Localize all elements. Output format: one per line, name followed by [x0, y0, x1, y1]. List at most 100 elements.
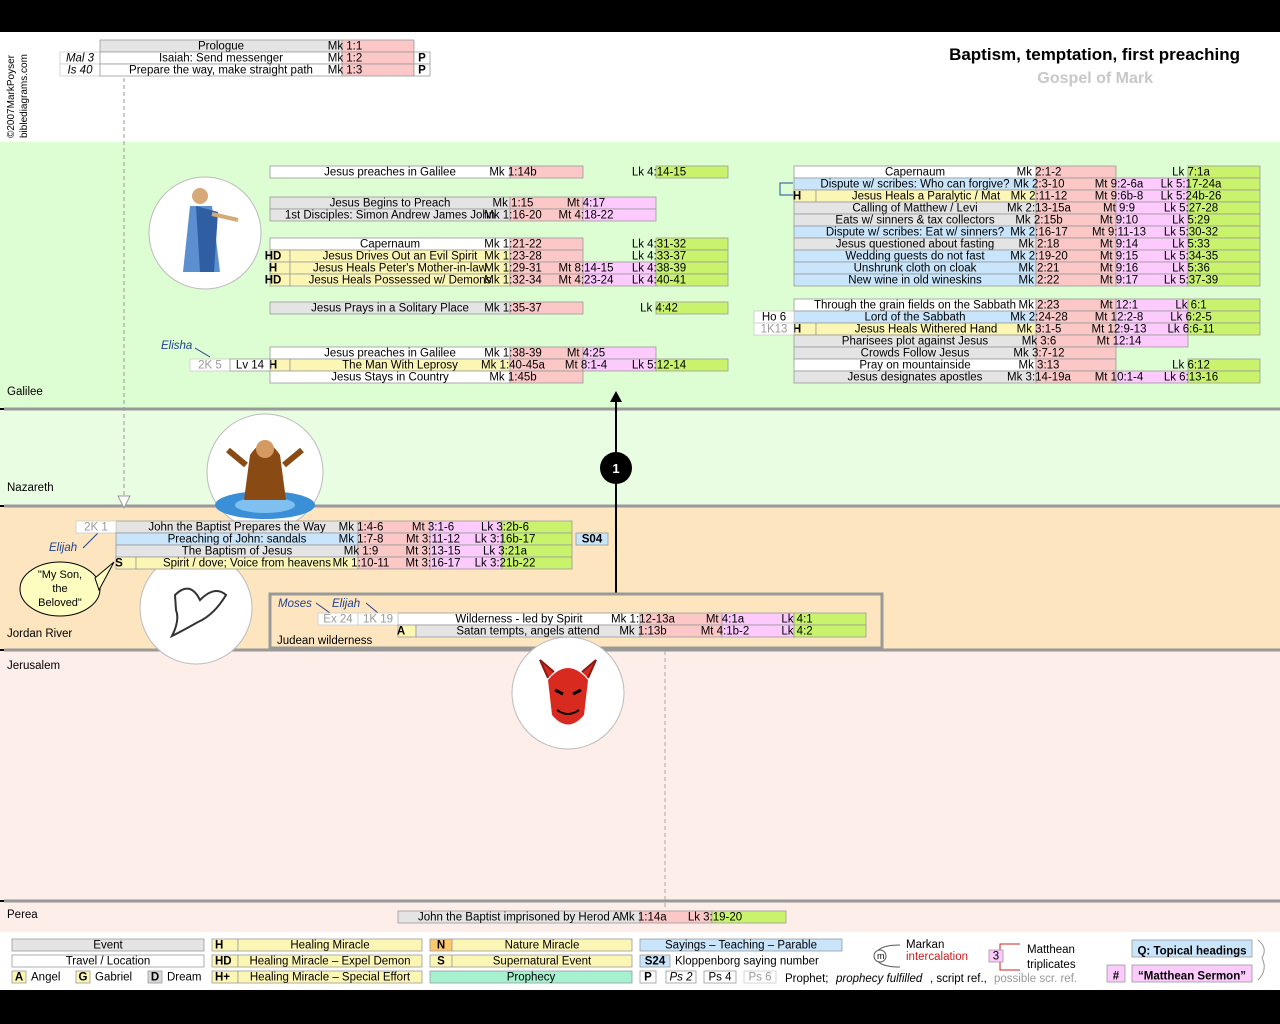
svg-text:Mt 4:18-22: Mt 4:18-22	[559, 210, 614, 222]
event-row: Lord of the Sabbath	[793, 310, 1037, 324]
svg-text:Mk 2:3-10: Mk 2:3-10	[1013, 179, 1064, 191]
svg-text:P: P	[418, 53, 426, 65]
luke-ref: Lk 5:37-39	[1164, 273, 1261, 287]
svg-text:Mk 1:14b: Mk 1:14b	[489, 167, 536, 179]
svg-text:Ps 2: Ps 2	[669, 972, 693, 984]
svg-text:Mk 2:13-15a: Mk 2:13-15a	[1007, 203, 1072, 215]
mark-ref: Mk 1:1	[328, 39, 415, 53]
wilderness-elijah-label: Elijah	[332, 598, 360, 610]
svg-text:H: H	[793, 324, 801, 336]
prologue-event: Prologue	[99, 39, 343, 53]
mark-ref: Mk 1:12-13a	[611, 612, 723, 626]
svg-text:Mt 9:16: Mt 9:16	[1100, 263, 1138, 275]
luke-ref: Lk 3:21a	[483, 544, 573, 558]
svg-text:Mk 1:10-11: Mk 1:10-11	[333, 558, 390, 570]
svg-text:Ex 24: Ex 24	[323, 614, 353, 626]
svg-text:Jesus Begins to Preach: Jesus Begins to Preach	[330, 198, 451, 210]
mark-ref: Mk 2:13-15a	[1007, 201, 1117, 215]
region-label-perea: Perea	[7, 909, 38, 921]
svg-text:Lk 5:37-39: Lk 5:37-39	[1164, 275, 1218, 287]
svg-text:Mt 8:14-15: Mt 8:14-15	[559, 263, 614, 275]
matthew-ref: Mt 4:23-24	[559, 273, 657, 287]
legend-n-tag: N	[429, 938, 453, 952]
event-row: Dispute w/ scribes: Eat w/ sinners?	[793, 225, 1037, 239]
svg-text:Nature Miracle: Nature Miracle	[505, 940, 580, 952]
svg-text:Mt 9:14: Mt 9:14	[1100, 239, 1139, 251]
mark-ref: Mk 1:45b	[489, 370, 584, 384]
luke-ref: Lk 5:12-14	[632, 358, 729, 372]
legend-intercalation: intercalation	[906, 951, 968, 963]
matthew-ref: Mt 9:2-6a	[1095, 177, 1189, 191]
svg-text:Mt 12:9-13: Mt 12:9-13	[1092, 324, 1147, 336]
svg-text:Lk 5:17-24a: Lk 5:17-24a	[1161, 179, 1222, 191]
svg-text:“Matthean Sermon”: “Matthean Sermon”	[1138, 971, 1246, 983]
legend-ps4: Ps 4	[703, 970, 737, 984]
svg-text:Lk 3:21b-22: Lk 3:21b-22	[475, 558, 536, 570]
elijah-label: Elijah	[49, 542, 77, 554]
mark-ref: Mk 2:1-2	[1017, 165, 1117, 179]
svg-text:Mt 8:1-4: Mt 8:1-4	[565, 360, 608, 372]
legend-dream-tag: D	[147, 970, 163, 984]
luke-ref: Lk 4:33-37	[632, 249, 729, 263]
svg-text:Lk 6:2-5: Lk 6:2-5	[1170, 312, 1212, 324]
legend-ps2: Ps 2	[665, 970, 697, 984]
svg-text:Lk 4:14-15: Lk 4:14-15	[632, 167, 686, 179]
scripture-ref: 2K 5	[189, 358, 231, 372]
luke-ref: Lk 3:21b-22	[475, 556, 573, 570]
svg-text:Mk 1:23-28: Mk 1:23-28	[484, 251, 542, 263]
svg-text:Lk 5:30-32: Lk 5:30-32	[1164, 227, 1218, 239]
baptist-in-water-icon	[206, 413, 324, 531]
category-tag: H	[269, 358, 291, 372]
region-label-judean: Judean wilderness	[277, 635, 373, 647]
site-text: biblediagrams.com	[19, 54, 30, 138]
prologue-event: Prepare the way, make straight path	[99, 63, 343, 77]
luke-ref: Lk 4:14-15	[632, 165, 729, 179]
svg-text:Mk 2:11-12: Mk 2:11-12	[1011, 191, 1068, 203]
legend-ps6: Ps 6	[743, 970, 777, 984]
mark-ref: Mk 2:22	[1019, 273, 1117, 287]
luke-ref: Lk 5:34-35	[1164, 249, 1261, 263]
svg-text:Mk 1:40-45a: Mk 1:40-45a	[481, 360, 546, 372]
svg-text:Gabriel: Gabriel	[95, 972, 132, 984]
event-row: 1st Disciples: Simon Andrew James John	[269, 208, 511, 222]
legend-hash: #	[1106, 964, 1126, 983]
svg-text:Lk 5:29: Lk 5:29	[1172, 215, 1210, 227]
event-row: Jesus Begins to Preach	[269, 196, 511, 210]
category-tag: HD	[265, 249, 291, 263]
svg-text:Lk 3:16b-17: Lk 3:16b-17	[475, 534, 536, 546]
event-row: Jesus Heals Possessed w/ Demons	[289, 273, 511, 287]
svg-text:the: the	[52, 583, 67, 595]
svg-text:Event: Event	[93, 940, 123, 952]
svg-text:Mt 12:1: Mt 12:1	[1100, 300, 1138, 312]
legend-triplicates: triplicates	[1027, 959, 1076, 971]
svg-text:Lv 14: Lv 14	[236, 360, 265, 372]
svg-text:2K 1: 2K 1	[84, 522, 108, 534]
svg-text:Supernatural Event: Supernatural Event	[493, 956, 592, 968]
prologue-prophecy-ref: Is 40	[59, 63, 101, 77]
legend-matthean-sermon: “Matthean Sermon”	[1131, 964, 1253, 983]
event-row: John the Baptist Prepares the Way	[115, 520, 359, 534]
svg-text:Lk 5:27-28: Lk 5:27-28	[1164, 203, 1218, 215]
svg-text:Capernaum: Capernaum	[360, 239, 420, 251]
luke-ref: Lk 4:42	[640, 301, 729, 315]
svg-text:Healing Miracle: Healing Miracle	[290, 940, 369, 952]
svg-text:1K13: 1K13	[761, 324, 788, 336]
legend-hplus-tag: H+	[211, 970, 239, 984]
svg-text:Mt 10:1-4: Mt 10:1-4	[1095, 372, 1144, 384]
luke-ref: Lk 5:33	[1172, 237, 1261, 251]
jesus-figure-icon	[148, 176, 262, 290]
event-row: The Baptism of Jesus	[115, 544, 359, 558]
svg-text:Wedding guests do not fast: Wedding guests do not fast	[845, 251, 985, 263]
mark-ref: Mk 1:3	[328, 63, 415, 77]
svg-text:Mt 12:14: Mt 12:14	[1097, 336, 1142, 348]
mark-ref: Mk 1:2	[328, 51, 415, 65]
svg-text:Lk 3:21a: Lk 3:21a	[483, 546, 528, 558]
svg-text:Mk 2:1-2: Mk 2:1-2	[1017, 167, 1062, 179]
diagram-subtitle: Gospel of Mark	[1037, 70, 1153, 87]
svg-text:Jesus Heals a Paralytic / Mat: Jesus Heals a Paralytic / Mat	[852, 191, 1001, 203]
luke-ref: Lk 5:24b-26	[1161, 189, 1261, 203]
category-tag: H	[269, 261, 291, 275]
scripture-ref: 1K 19	[357, 612, 399, 626]
category-tag: S	[115, 556, 137, 570]
